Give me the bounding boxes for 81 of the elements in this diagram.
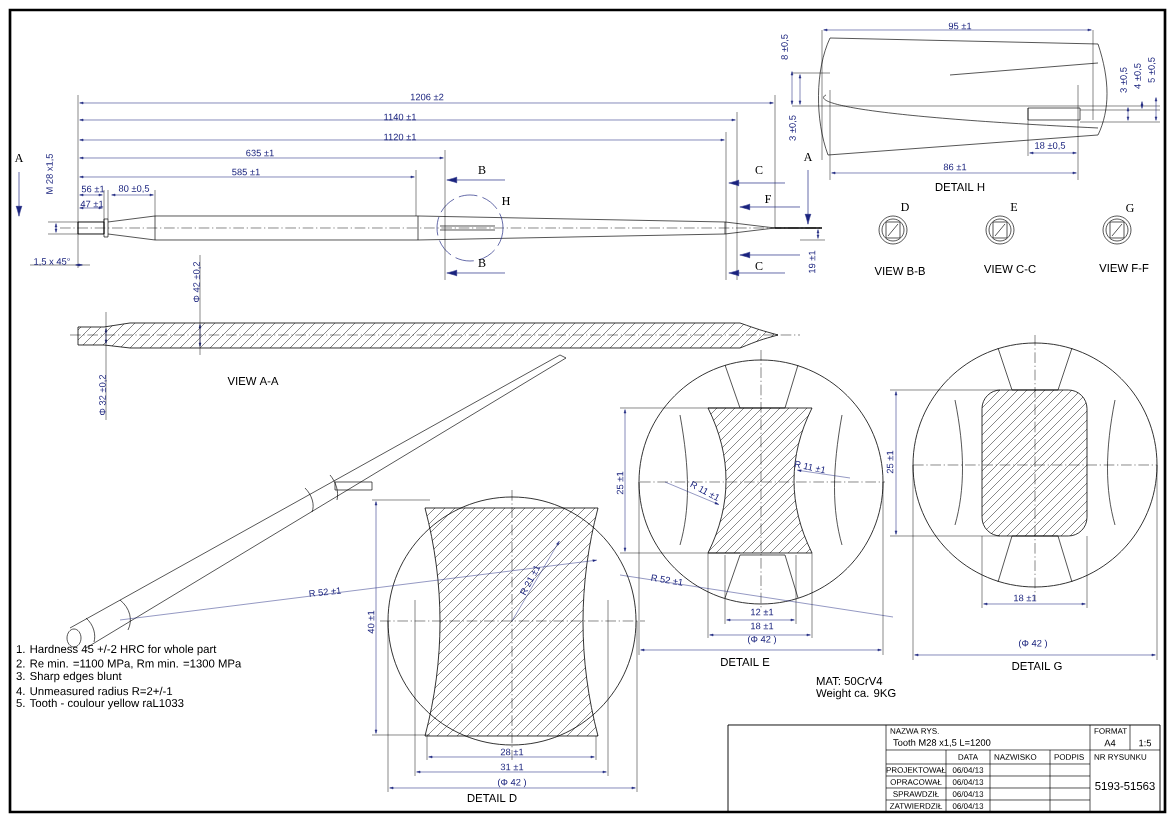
dimension-text: 5 ±0,5 xyxy=(1148,57,1156,83)
detail-letter: D xyxy=(901,203,909,211)
dimension-text: Φ 42 ±0,2 xyxy=(193,261,201,303)
section-letter: F xyxy=(765,195,771,203)
view-caption: VIEW A-A xyxy=(227,377,279,385)
dimension-text: R 21 ±1 xyxy=(519,565,541,596)
section-letter: B xyxy=(478,259,486,267)
title-block-text: PROJEKTOWAŁ xyxy=(886,767,946,773)
section-letter: A xyxy=(14,154,24,162)
detail-letter: E xyxy=(1010,203,1018,211)
dimension-text: (Φ 42 ) xyxy=(498,778,527,788)
view-caption: VIEW B-B xyxy=(874,267,925,275)
detail-letter: G xyxy=(1126,203,1134,213)
title-block-text: 06/04/13 xyxy=(952,803,984,809)
dimension-text: 1206 ±2 xyxy=(410,93,444,101)
section-letter: A xyxy=(803,153,813,161)
dimension-text: 4 ±0,5 xyxy=(1134,63,1142,89)
title-block-text: A4 xyxy=(1104,739,1116,747)
dimension-text: R 52 ±1 xyxy=(309,587,342,597)
title-block-text: OPRACOWAŁ xyxy=(890,779,942,785)
dimension-text: 585 ±1 xyxy=(232,168,260,176)
note-text: 4. Unmeasured radius R=2+/-1 xyxy=(16,686,173,696)
dimension-text: (Φ 42 ) xyxy=(1018,639,1048,649)
dimension-text: 25 ±1 xyxy=(886,450,894,474)
dimension-text: R 11 ±1 xyxy=(690,481,719,502)
dimension-text: R 11 ±1 xyxy=(794,460,825,474)
view-caption: DETAIL G xyxy=(1012,662,1062,670)
dimension-text: R 52 ±1 xyxy=(651,574,683,586)
title-block-text: NAZWISKO xyxy=(994,754,1037,760)
title-block-text: ZATWIERDZIŁ xyxy=(889,803,943,809)
section-letter: C xyxy=(755,261,763,271)
dimension-text: 18 ±1 xyxy=(1014,594,1037,602)
title-block-text: SPRAWDZIŁ xyxy=(893,791,939,797)
dimension-text: 80 ±0,5 xyxy=(118,185,150,193)
dimension-text: 1140 ±1 xyxy=(384,113,416,121)
title-block-text: DATA xyxy=(958,754,979,760)
dimension-text: 3 ±0,5 xyxy=(1120,67,1128,93)
section-letter: C xyxy=(755,165,763,175)
dimension-text: 1120 ±1 xyxy=(384,133,416,141)
title-block-text: NAZWA RYS. xyxy=(890,728,939,734)
section-letter: B xyxy=(478,166,486,174)
dimension-text: 19 ±1 xyxy=(808,250,816,273)
view-caption: DETAIL H xyxy=(935,183,985,191)
dimension-text: 12 ±1 xyxy=(751,608,774,616)
dimension-text: M 28 x1,5 xyxy=(46,153,54,194)
dimension-text: (Φ 42 ) xyxy=(748,635,777,645)
view-caption: VIEW C-C xyxy=(983,265,1036,273)
view-caption: DETAIL E xyxy=(721,658,770,666)
title-block-text: NR RYSUNKU xyxy=(1094,754,1147,760)
view-caption: VIEW F-F xyxy=(1099,264,1149,272)
dimension-text: 40 ±1 xyxy=(367,610,375,634)
note-text: 2. Re min. =1100 MPa, Rm min. =1300 MPa xyxy=(16,659,242,669)
weight-text: Weight ca. 9KG xyxy=(816,688,896,700)
dimension-text: 3 ±0,5 xyxy=(789,115,797,141)
dimension-text: 95 ±1 xyxy=(948,22,972,30)
dimension-text: 28 ±1 xyxy=(500,748,524,756)
dimension-text: 47 ±1 xyxy=(80,200,104,208)
title-block-text: 06/04/13 xyxy=(952,779,984,785)
title-block-text: PODPIS xyxy=(1054,754,1084,760)
dimension-text: 25 ±1 xyxy=(616,471,624,495)
view-caption: DETAIL D xyxy=(467,794,517,802)
dimension-text: 18 ±1 xyxy=(751,622,774,630)
title-block-text: 5193-51563 xyxy=(1095,782,1155,790)
note-text: 1. Hardness 45 +/-2 HRC for whole part xyxy=(16,644,217,656)
dimension-text: 31 ±1 xyxy=(500,763,524,771)
material-text: MAT: 50CrV4 xyxy=(816,677,883,685)
dimension-text: 86 ±1 xyxy=(943,163,967,171)
detail-letter: H xyxy=(502,197,510,205)
title-block-text: FORMAT xyxy=(1094,728,1127,734)
title-block-text: 06/04/13 xyxy=(952,791,984,797)
title-block-text: 1:5 xyxy=(1139,739,1152,747)
dimension-text: 1,5 x 45° xyxy=(34,258,70,266)
dimension-text: 56 ±1 xyxy=(81,185,105,193)
dimension-text: 635 ±1 xyxy=(246,149,274,157)
dimension-text: 8 ±0,5 xyxy=(781,34,789,60)
dimension-text: Φ 32 ±0,2 xyxy=(99,374,107,416)
title-block-text: 06/04/13 xyxy=(952,767,984,773)
dimension-text: 18 ±0,5 xyxy=(1035,142,1066,150)
note-text: 3. Sharp edges blunt xyxy=(16,671,122,683)
note-text: 5. Tooth - coulour yellow raL1033 xyxy=(16,698,184,710)
title-block-text: Tooth M28 x1,5 L=1200 xyxy=(893,739,991,747)
